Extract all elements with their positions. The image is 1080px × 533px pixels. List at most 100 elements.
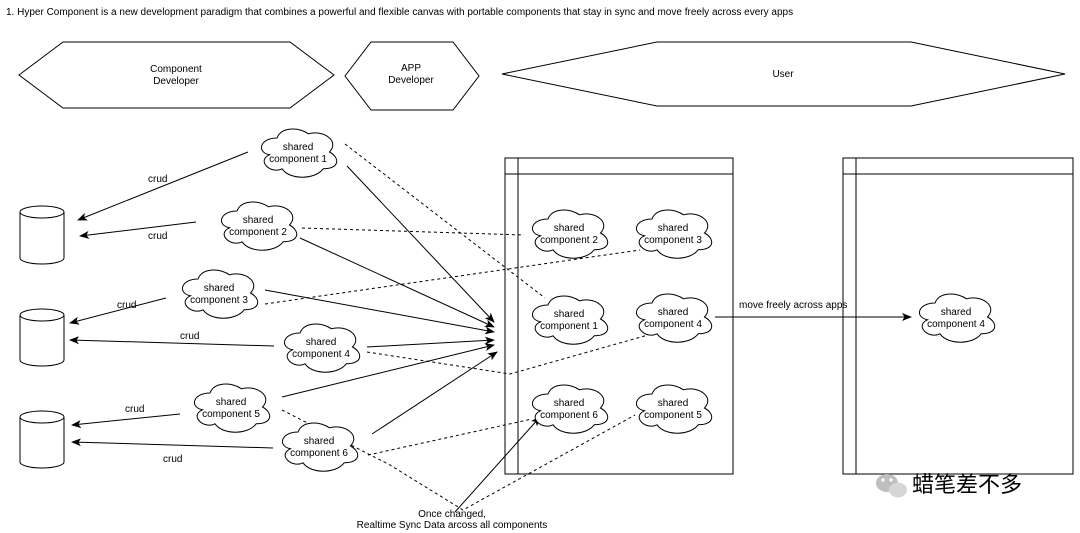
- crud-labels: crud crud crud crud crud crud: [117, 174, 199, 465]
- hexagon-label-line2: Developer: [153, 76, 199, 87]
- wechat-icon: [876, 474, 907, 498]
- cloud-shape: [532, 209, 609, 259]
- hexagon-shape: [344, 41, 480, 111]
- crud-arrow-c6: [71, 438, 274, 449]
- database-top: [19, 410, 65, 424]
- cloud-shape: [194, 383, 271, 433]
- sync-note-line2: Realtime Sync Data arcoss all components: [357, 520, 548, 531]
- publish-arrow-c1: [346, 165, 495, 323]
- database-cylinder: [19, 417, 65, 469]
- cloud-label-line1: shared: [204, 283, 235, 294]
- cloud-label-line1: shared: [554, 309, 585, 320]
- cloud-label-line1: shared: [306, 337, 337, 348]
- cloud-label-line1: shared: [658, 398, 689, 409]
- role-component-developer: Component Developer: [18, 41, 335, 109]
- database-cylinder: [19, 212, 65, 265]
- cloud-shape: [182, 269, 259, 319]
- cloud-label-line2: component 4: [927, 319, 985, 330]
- cloud-label-line2: component 4: [292, 349, 350, 360]
- cloud-label-line1: shared: [941, 307, 972, 318]
- cloud-label-line2: component 6: [540, 410, 598, 421]
- role-app-developer: APP Developer: [344, 41, 480, 111]
- cloud-label-line1: shared: [554, 223, 585, 234]
- database-2: [19, 308, 65, 367]
- crud-label: crud: [117, 300, 136, 311]
- role-user: User: [501, 41, 1066, 107]
- cloud-shape: [636, 293, 713, 343]
- cloud-label-line2: component 2: [229, 227, 287, 238]
- publish-arrow-c2: [299, 237, 495, 328]
- crud-label: crud: [180, 331, 199, 342]
- cloud-shape: [532, 384, 609, 434]
- diagram-heading: 1. Hyper Component is a new development …: [6, 7, 793, 18]
- sync-link-c1: [344, 143, 546, 299]
- watermark: 蜡笔差不多: [876, 472, 1022, 498]
- publish-arrow-c6: [371, 351, 498, 435]
- cloud-shape: [636, 209, 713, 259]
- crud-arrow-c3: [69, 297, 167, 325]
- hexagon-label-line1: Component: [150, 64, 202, 75]
- hexagon-label-line1: APP: [401, 63, 421, 74]
- sync-link-c6: [367, 418, 533, 456]
- database-top: [19, 308, 65, 322]
- cloud-label-line2: component 6: [290, 448, 348, 459]
- cloud-label-line1: shared: [283, 142, 314, 153]
- cloud-shape: [261, 128, 338, 178]
- database-cylinder: [19, 315, 65, 367]
- cloud-label-line2: component 2: [540, 235, 598, 246]
- hexagon-label-line2: Developer: [388, 75, 434, 86]
- sync-note-line1: Once changed,: [418, 509, 486, 520]
- move-label: move freely across apps: [739, 300, 847, 311]
- crud-arrow-c2: [79, 221, 197, 239]
- cloud-label-line2: component 4: [644, 319, 702, 330]
- watermark-text: 蜡笔差不多: [912, 472, 1022, 497]
- cloud-shape: [282, 422, 359, 472]
- cloud-label-line1: shared: [216, 397, 247, 408]
- cloud-shape: [919, 293, 996, 343]
- database-3: [19, 410, 65, 469]
- cloud-label-line2: component 5: [202, 409, 260, 420]
- crud-label: crud: [163, 454, 182, 465]
- crud-arrow-c1: [77, 151, 249, 221]
- sync-note-arrow: [454, 416, 541, 513]
- cloud-label-line2: component 3: [190, 295, 248, 306]
- crud-label: crud: [125, 404, 144, 415]
- cloud-shape: [221, 201, 298, 251]
- database-top: [19, 205, 65, 219]
- cloud-label-line2: component 5: [644, 410, 702, 421]
- cloud-shape: [636, 384, 713, 434]
- cloud-label-line1: shared: [658, 223, 689, 234]
- sync-link-c4: [366, 334, 649, 375]
- crud-arrow-c5: [71, 413, 181, 429]
- cloud-label-line1: shared: [658, 307, 689, 318]
- sync-link-c2: [301, 227, 525, 236]
- publish-arrow-c3: [264, 289, 495, 335]
- cloud-shape: [532, 295, 609, 345]
- cloud-label-line1: shared: [304, 436, 335, 447]
- cloud-label-line1: shared: [243, 215, 274, 226]
- cloud-label-line2: component 1: [269, 154, 327, 165]
- publish-connectors: [264, 165, 498, 435]
- crud-arrow-c4: [69, 336, 275, 347]
- hexagon-label: User: [772, 69, 794, 80]
- cloud-label-line1: shared: [554, 398, 585, 409]
- hexagon-shape: [18, 41, 335, 109]
- cloud-label-line2: component 3: [644, 235, 702, 246]
- publish-arrow-c4: [366, 336, 495, 348]
- cloud-shape: [284, 323, 361, 373]
- cloud-label-line2: component 1: [540, 321, 598, 332]
- crud-connectors: [69, 151, 275, 449]
- database-1: [19, 205, 65, 265]
